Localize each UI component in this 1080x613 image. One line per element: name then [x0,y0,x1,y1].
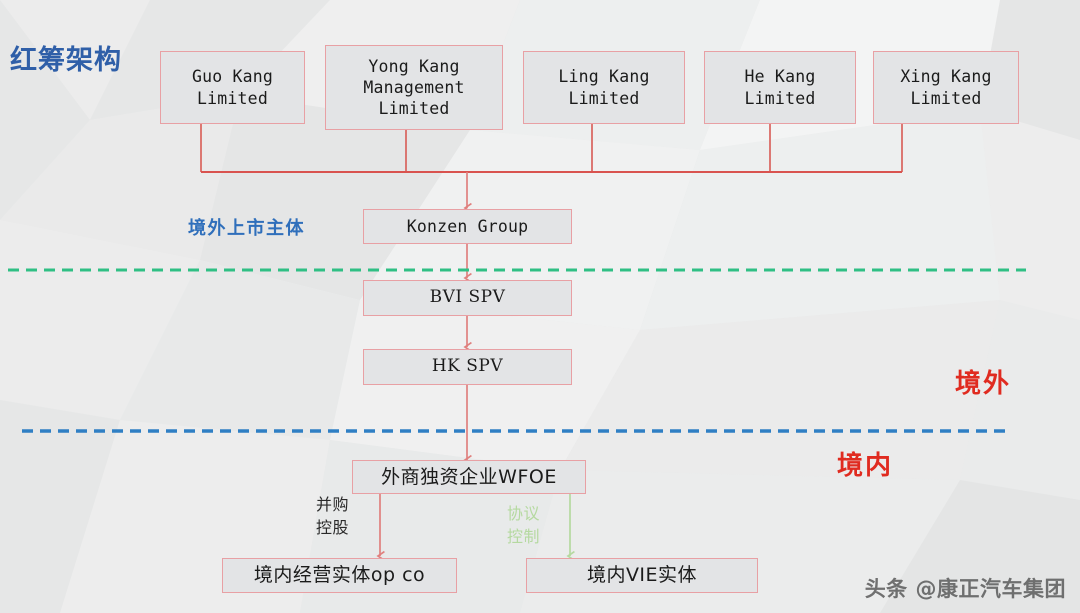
entity-label: BVI SPV [429,287,506,308]
entity-box-hk-spv[interactable]: HK SPV [363,349,572,385]
connector-label-merger-control: 并购 控股 [316,495,350,537]
shareholder-box-he-kang[interactable]: He Kang Limited [704,51,856,124]
entity-box-bvi-spv[interactable]: BVI SPV [363,280,572,316]
entity-box-wfoe[interactable]: 外商独资企业WFOE [352,460,586,494]
region-label-onshore: 境内 [837,451,894,481]
watermark: 头条 @康正汽车集团 [864,577,1066,601]
shareholder-label: Ling Kang Limited [558,67,650,108]
entity-label: 境内VIE实体 [586,564,698,587]
entity-label: 外商独资企业WFOE [381,465,557,488]
shareholder-label: Xing Kang Limited [900,67,992,108]
shareholder-label: Yong Kang Management Limited [363,56,465,119]
page-title: 红筹架构 [10,45,122,76]
shareholder-box-guo-kang[interactable]: Guo Kang Limited [160,51,305,124]
entity-box-vie[interactable]: 境内VIE实体 [526,558,758,593]
entity-box-konzen-group[interactable]: Konzen Group [363,209,572,244]
connector-label-agreement-control: 协议 控制 [507,504,541,546]
shareholder-label: He Kang Limited [744,67,816,108]
region-label-offshore: 境外 [955,369,1012,399]
entity-label: HK SPV [431,356,504,377]
shareholder-box-yong-kang[interactable]: Yong Kang Management Limited [325,45,503,130]
entity-box-op-co[interactable]: 境内经营实体op co [222,558,457,593]
shareholder-drop-legs [200,124,903,172]
shareholder-box-ling-kang[interactable]: Ling Kang Limited [523,51,685,124]
offshore-listed-entity-label: 境外上市主体 [188,218,305,239]
shareholder-box-xing-kang[interactable]: Xing Kang Limited [873,51,1019,124]
entity-label: Konzen Group [406,216,529,236]
entity-label: 境内经营实体op co [253,564,426,587]
shareholder-label: Guo Kang Limited [191,67,274,108]
